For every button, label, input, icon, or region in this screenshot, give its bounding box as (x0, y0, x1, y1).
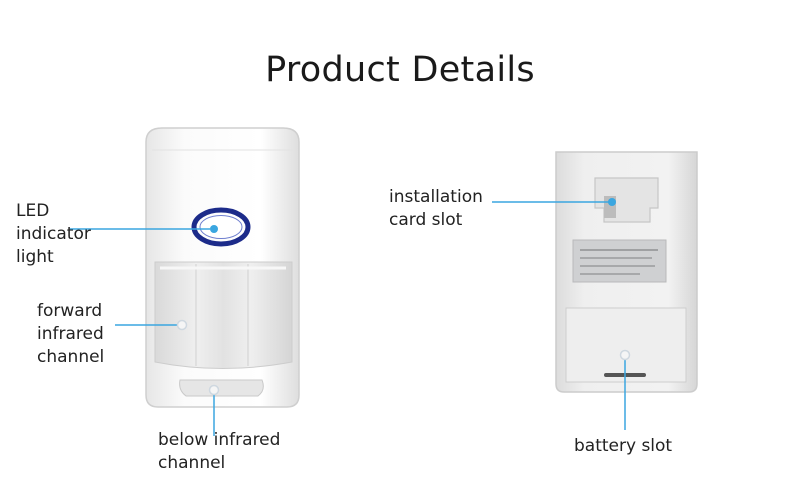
below-infrared-label: below infrared channel (158, 430, 281, 473)
product-label-sticker (572, 239, 667, 283)
callout-lines (70, 198, 631, 436)
led-indicator-icon (191, 207, 251, 247)
front-detector (145, 127, 300, 408)
installation-slot-label: installation card slot (389, 187, 483, 230)
battery-slot-label: battery slot (574, 436, 673, 456)
led-label: LED indicator light (16, 201, 91, 267)
page-title: Product Details (265, 50, 535, 90)
forward-infrared-label: forward infrared channel (37, 301, 105, 367)
